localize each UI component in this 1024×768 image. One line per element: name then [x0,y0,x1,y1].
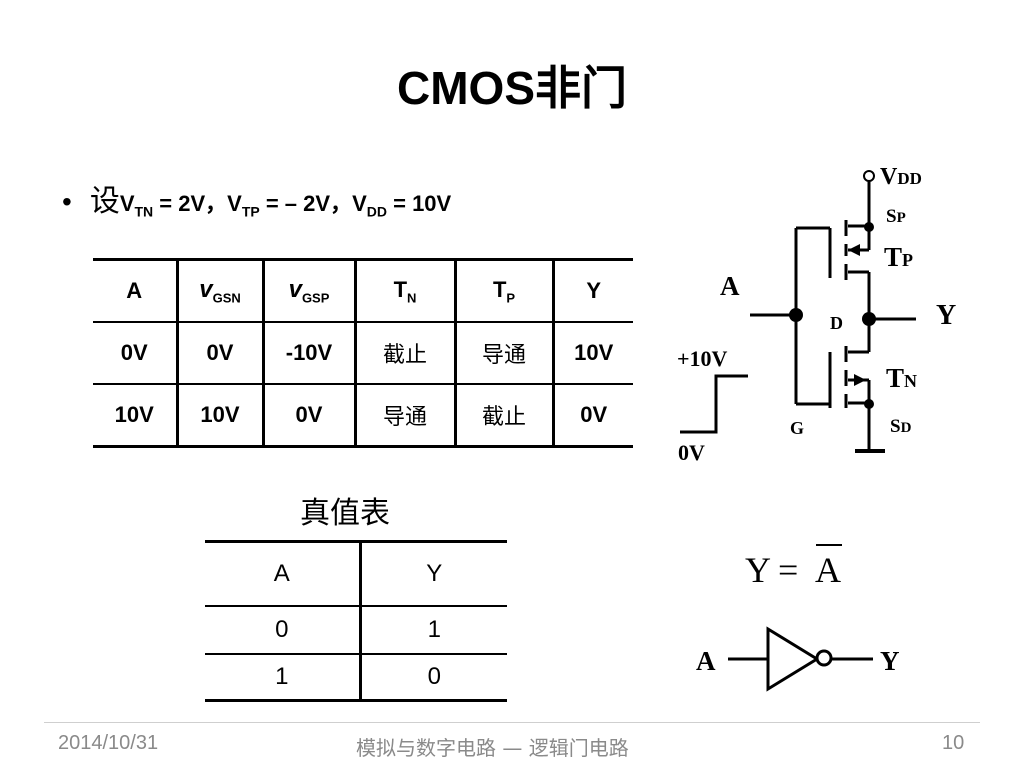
equation-eq: = [778,550,798,590]
table-cell: 0V [93,322,179,384]
junction-dot-icon [864,222,874,232]
tn-label: TN [886,363,917,393]
table-cell: 0 [360,654,507,702]
equation: Y = A [745,544,842,590]
table-cell: -10V [261,322,357,384]
footer-date: 2014/10/31 [58,732,159,754]
truth-header-a: A [205,541,362,606]
header-vgsn: vGSN [175,259,265,322]
table-cell: 1 [205,654,362,702]
junction-dot-icon [864,399,874,409]
footer-divider [44,722,980,723]
vdd-sub: DD [366,203,387,220]
header-tn: TN [353,259,457,322]
output-y-label: Y [936,300,956,331]
vdd-terminal-icon [863,170,875,182]
bullet-cn-text: 设 [89,184,120,219]
table-row: 1 0 [205,654,507,702]
table-header-row: A vGSN vGSP TN TP Y [93,259,633,322]
header-vgsp: vGSP [261,259,357,322]
table-cell: 10V [93,384,179,447]
vdd-label: V [352,191,367,216]
header-a: A [93,259,179,322]
tp-label: TP [884,242,913,272]
table-cell: 截止 [353,322,457,384]
footer-page-number: 10 [942,732,965,754]
vdd-label: VDD [880,164,922,190]
table-cell: 导通 [353,384,457,447]
gate-input-label: A [696,646,716,676]
footer-course: 模拟与数字电路 — 逻辑门电路 [356,736,629,760]
table-row: 10V 10V 0V 导通 截止 0V [93,384,633,447]
gate-output-label: Y [880,646,900,676]
table-cell: 1 [360,606,507,655]
table-cell: 10V [551,322,633,384]
slide-title: CMOS非门 [397,62,627,114]
header-y: Y [551,259,633,322]
sp-label: SP [886,206,906,227]
table-cell: 0V [261,384,357,447]
header-tp: TP [453,259,555,322]
bullet-conditions: •设VTN = 2V，VTP = – 2V，VDD = 10V [62,176,451,220]
table-cell: 截止 [453,384,555,447]
vtn-value: = 2V， [153,191,228,216]
truth-table-title: 真值表 [300,496,390,531]
vtp-sub: TP [241,203,260,220]
vtn-label: V [119,191,135,216]
table-row: 0V 0V -10V 截止 导通 10V [93,322,633,384]
equation-lhs: Y [745,550,771,590]
truth-table: A Y 0 1 1 0 [205,540,507,702]
equation-rhs: A [815,550,841,590]
plus10v-label: +10V [677,346,728,371]
truth-header-y: Y [426,560,443,587]
vtp-label: V [227,191,242,216]
gate-g-label: G [790,418,804,438]
junction-dot-icon [862,312,876,326]
not-gate-icon: A Y [696,626,900,692]
drain-d-label: D [830,313,843,333]
vtp-value: = – 2V， [259,191,353,216]
table-cell: 导通 [453,322,555,384]
junction-dot-icon [789,308,803,322]
bullet-dot: • [62,186,72,217]
input-a-label: A [720,271,740,301]
zero-v-label: 0V [678,440,705,465]
table-cell: 0V [551,384,633,447]
operation-table: A vGSN vGSP TN TP Y 0V 0V -10V 截止 导通 10V… [93,258,633,448]
sd-label: SD [890,416,912,437]
nmos-arrow-icon [854,374,866,386]
vdd-value: = 10V [387,191,452,216]
truth-header-row: A Y [205,541,507,606]
vtn-sub: TN [134,203,154,220]
table-cell: 0 [205,606,362,655]
table-cell: 10V [175,384,265,447]
table-cell: 0V [175,322,265,384]
table-row: 0 1 [205,606,507,655]
pmos-arrow-icon [848,244,860,256]
